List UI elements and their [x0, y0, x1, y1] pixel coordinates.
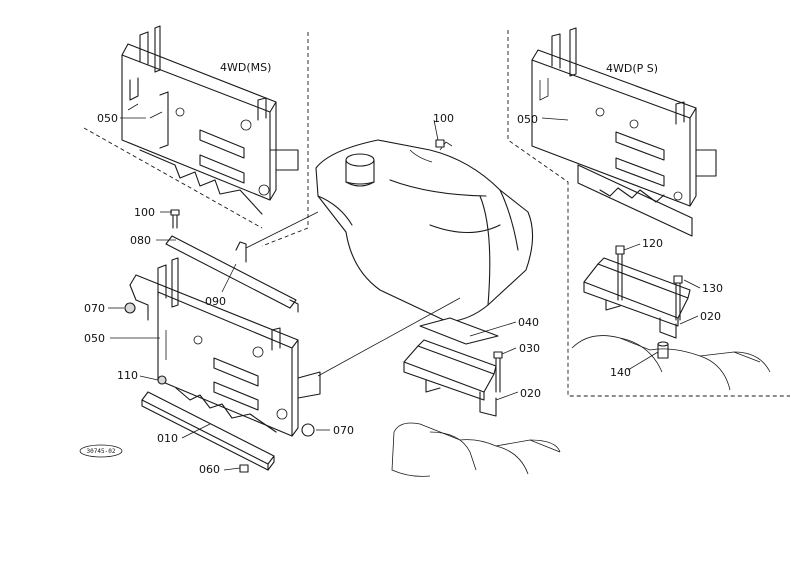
part-label-070-right: 070	[333, 424, 354, 437]
spacer-140	[657, 341, 669, 359]
part-label-020-center: 020	[520, 387, 541, 400]
fuel-tank	[315, 139, 534, 323]
bolt-060	[239, 464, 249, 473]
assembly-lines	[245, 211, 461, 377]
tank-strap	[165, 235, 299, 313]
leader-lines	[108, 117, 701, 471]
bolt-120	[615, 245, 625, 301]
part-label-140: 140	[610, 366, 631, 379]
part-label-100-strap: 100	[134, 206, 155, 219]
variant-label-ps: 4WD(P S)	[606, 62, 658, 75]
tractor-body-outline-ps	[571, 335, 771, 391]
bolt-100-b	[435, 139, 445, 148]
bolt-130	[673, 275, 683, 321]
base-plate-010	[141, 391, 275, 471]
bracket-assembly-ms	[121, 25, 299, 215]
nut-070-b	[301, 423, 315, 437]
drawing-code-badge: 30745-02	[79, 444, 123, 458]
part-label-020-ps: 020	[700, 310, 721, 323]
part-label-060: 060	[199, 463, 220, 476]
rubber-pad-040	[419, 317, 499, 345]
support-bracket-020-ps	[583, 257, 691, 339]
part-label-090: 090	[205, 295, 226, 308]
bracket-assembly-ps	[531, 27, 717, 237]
part-label-100-tank: 100	[433, 112, 454, 125]
variant-boundary-ps	[507, 30, 790, 397]
part-label-120: 120	[642, 237, 663, 250]
part-label-110: 110	[117, 369, 138, 382]
part-label-080: 080	[130, 234, 151, 247]
nut-110	[157, 375, 167, 385]
part-label-040: 040	[518, 316, 539, 329]
variant-boundary-ms	[83, 32, 309, 247]
bracket-assembly-main	[129, 257, 321, 437]
part-label-030: 030	[519, 342, 540, 355]
part-label-010: 010	[157, 432, 178, 445]
bolt-100-a	[170, 209, 180, 229]
tractor-body-outline-center	[391, 422, 561, 477]
support-bracket-020-center	[403, 339, 497, 417]
part-label-070-left: 070	[84, 302, 105, 315]
variant-label-ms: 4WD(MS)	[220, 61, 271, 74]
part-label-050-ps: 050	[517, 113, 538, 126]
drawing-code: 30745-02	[87, 448, 116, 455]
part-label-050-main: 050	[84, 332, 105, 345]
part-label-050-ms: 050	[97, 112, 118, 125]
nut-070-a	[124, 302, 136, 314]
bolt-030	[493, 351, 503, 393]
part-label-130: 130	[702, 282, 723, 295]
